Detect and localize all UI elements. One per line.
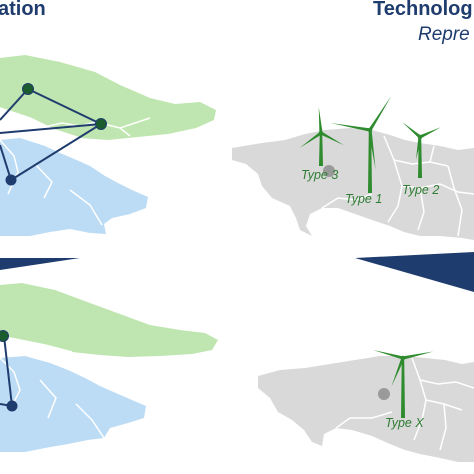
turbine-type-2-icon: [402, 122, 441, 178]
arrow-right: [355, 252, 474, 292]
subheader-right: Repre: [418, 24, 470, 45]
turbine-type-x-icon: [373, 349, 434, 418]
region-green-bottom: [0, 283, 218, 357]
location-marker: [323, 165, 335, 177]
turbine-label-type-2: Type 2: [402, 183, 439, 197]
turbine-type-3-icon: [299, 107, 344, 166]
network-node: [95, 118, 107, 130]
network-edges-top: [0, 88, 102, 181]
region-green-top: [0, 55, 216, 140]
map-bottom-left: [0, 283, 218, 452]
region-blue-bottom: [0, 356, 146, 452]
turbine-type-1-icon: [330, 96, 392, 193]
network-node: [0, 330, 9, 342]
header-left: ation: [0, 0, 46, 20]
region-blue-top: [0, 138, 148, 236]
network-node: [22, 83, 34, 95]
grey-region-top: [232, 128, 474, 240]
map-top-right: [232, 128, 474, 240]
turbine-label-type-x: Type X: [385, 416, 424, 430]
location-marker: [378, 388, 390, 400]
arrow-left: [0, 258, 80, 270]
header-right: Technolog: [373, 0, 473, 20]
turbine-label-type-1: Type 1: [345, 192, 382, 206]
grey-borders-bottom: [335, 357, 474, 451]
map-bottom-right: [258, 356, 474, 462]
turbine-label-type-3: Type 3: [301, 168, 338, 182]
map-top-left: [0, 55, 216, 236]
turbine-layer: [299, 96, 441, 418]
network-node: [6, 400, 18, 412]
network-node: [5, 174, 17, 186]
